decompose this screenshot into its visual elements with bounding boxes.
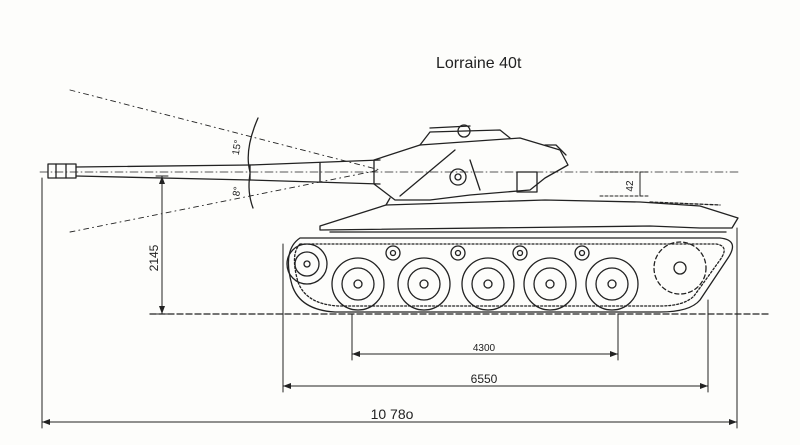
return-roller — [512, 245, 528, 261]
elevation-label: 15° — [231, 139, 244, 156]
turret-offset-label: 42 — [625, 180, 636, 192]
road-wheel — [523, 257, 577, 311]
elevation-limit-line — [69, 89, 381, 171]
road-wheel — [397, 257, 451, 311]
trunnion — [449, 168, 467, 186]
elevation-arc — [247, 117, 259, 173]
depression-limit-line — [69, 169, 381, 233]
hull-length-label: 6550 — [471, 372, 498, 386]
turret — [373, 124, 569, 201]
return-roller — [574, 245, 590, 261]
overall-length-label: 10 78o — [371, 406, 414, 422]
drawing-title: Lorraine 40t — [436, 55, 522, 72]
road-wheel — [461, 257, 515, 311]
road-wheel — [585, 257, 639, 311]
cupola — [457, 124, 471, 138]
overall-length-dimension — [41, 177, 738, 429]
wheelbase-label: 4300 — [473, 343, 496, 354]
track — [287, 237, 734, 313]
turret-offset-dimension — [599, 171, 649, 197]
drive-sprocket — [653, 241, 707, 295]
wheelbase-dimension — [351, 313, 619, 361]
idler-wheel — [286, 243, 328, 285]
return-roller — [385, 245, 401, 261]
gun-barrel — [47, 159, 381, 185]
return-roller — [450, 245, 466, 261]
hull-length-dimension — [282, 243, 709, 393]
bore-height-label: 2145 — [147, 244, 161, 271]
hull — [319, 197, 739, 233]
road-wheel — [331, 257, 385, 311]
depression-label: 8° — [231, 186, 243, 197]
